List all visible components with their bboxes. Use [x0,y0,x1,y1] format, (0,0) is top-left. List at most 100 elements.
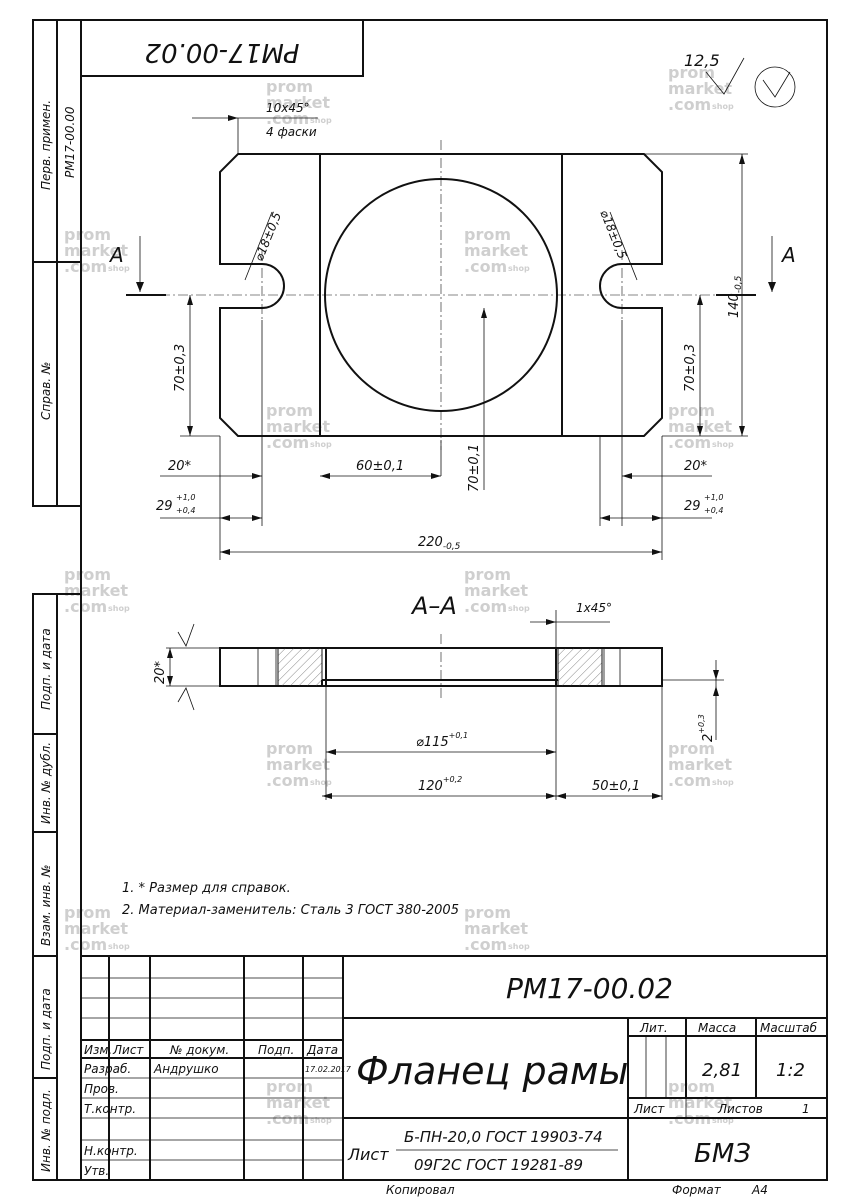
svg-text:market: market [464,241,528,260]
dim-slot-right: 29 [684,499,701,514]
svg-text:.com: .com [266,771,309,790]
label-perv-primen: Перв. примен. [39,100,53,190]
watermarks: prom market .com shop prom market .com s… [64,63,734,1128]
svg-text:shop: shop [712,778,734,787]
note-1: 1. * Размер для справок. [122,881,291,896]
footer-copied: Копировал [386,1183,455,1197]
svg-text:shop: shop [108,264,130,273]
dim-bore: ⌀115+0,1 [416,731,468,750]
svg-text:.com: .com [266,109,309,128]
role-tkontr: Т.контр. [84,1102,136,1116]
svg-text:prom: prom [266,401,313,420]
mass-value: 2,81 [702,1060,742,1081]
label-inv-podl: Инв. № подл. [39,1089,53,1172]
role-nkontr: Н.контр. [84,1144,138,1158]
svg-text:.com: .com [464,935,507,954]
chamfer-count: 4 фаски [266,125,317,139]
sheet-label: Лист [633,1102,665,1116]
svg-text:market: market [266,417,330,436]
watermark: prom market .com shop [668,739,734,790]
label-perv-code: PM17-00.00 [63,106,77,178]
section-label-left: А [108,243,124,267]
developer-date: 17.02.2017 [305,1065,352,1074]
watermark: prom market .com shop [64,565,130,616]
label-podp-data-1: Подп. и дата [39,628,53,710]
dim-height-right: 70±0,3 [683,344,698,392]
svg-text:.com: .com [64,935,107,954]
organization: БМЗ [694,1139,751,1169]
svg-text:.com: .com [668,771,711,790]
svg-text:market: market [668,79,732,98]
sheets-count: 1 [802,1102,810,1116]
svg-text:.com: .com [668,95,711,114]
svg-text:shop: shop [108,942,130,951]
svg-text:.com: .com [266,433,309,452]
watermark: prom market .com shop [464,565,530,616]
svg-text:prom: prom [464,565,511,584]
svg-text:shop: shop [310,440,332,449]
svg-text:shop: shop [712,102,734,111]
svg-text:market: market [668,755,732,774]
part-name: Фланец рамы [356,1049,629,1093]
col-header-data: Дата [306,1043,338,1057]
roughness-value: 12,5 [684,51,720,70]
watermark: prom market .com shop [266,401,332,452]
doc-code-rotated: PM17-00.02 [144,37,299,67]
dim-offset-right: 20* [684,459,708,474]
dim-right-offset: 50±0,1 [592,779,640,794]
material-bottom: 09Г2С ГОСТ 19281-89 [414,1156,583,1174]
svg-text:prom: prom [64,903,111,922]
footer-format: А4 [751,1183,768,1197]
label-vzam-inv: Взам. инв. № [39,865,53,946]
svg-text:.com: .com [464,597,507,616]
title-block: Изм. Лист № докум. Подп. Дата Разраб. Пр… [80,955,828,1181]
lit-label: Лит. [639,1021,668,1035]
dim-thickness: 20* [153,660,168,684]
plan-view: А А 10х45° 4 фаски ⌀18±0,5 ⌀18±0,5 70±0,… [108,101,796,560]
watermark: prom market .com shop [64,903,130,954]
roughness-mark: 12,5 [684,51,796,108]
flange-outline [219,153,663,437]
svg-text:prom: prom [668,63,715,82]
dim-height-left: 70±0,3 [173,344,188,392]
role-razrab: Разраб. [84,1062,131,1076]
mass-label: Масса [698,1021,736,1035]
svg-text:prom: prom [64,225,111,244]
label-inv-dubl: Инв. № дубл. [39,742,53,824]
svg-text:shop: shop [712,1116,734,1125]
dim-hole-right: ⌀18±0,5 [597,208,629,261]
role-prov: Пров. [84,1082,119,1096]
svg-text:shop: shop [508,264,530,273]
svg-text:prom: prom [668,401,715,420]
svg-text:.com: .com [464,257,507,276]
svg-text:shop: shop [508,604,530,613]
material-label: Лист [347,1145,389,1164]
watermark: prom market .com shop [464,903,530,954]
svg-text:prom: prom [464,225,511,244]
material-top: Б-ПН-20,0 ГОСТ 19903-74 [404,1128,603,1146]
col-header-podp: Подп. [258,1043,294,1057]
dim-chamfer-small: 1х45° [576,601,612,615]
dim-recess: 120+0,2 [418,775,462,794]
section-title: А–А [410,592,457,620]
technical-notes: 1. * Размер для справок. 2. Материал-зам… [122,881,459,918]
dim-slot-left: 29 [156,499,173,514]
side-column: Перв. примен. PM17-00.00 Справ. № Подп. … [32,19,82,1181]
developer-name: Андрушко [153,1062,219,1076]
svg-text:prom: prom [668,739,715,758]
dim-height-overall: 140-0,5 [727,275,744,318]
dim-center-x: 60±0,1 [356,459,404,474]
hatch-left [277,647,323,687]
dim-hole-left: ⌀18±0,5 [252,210,284,263]
svg-text:prom: prom [266,1077,313,1096]
svg-text:prom: prom [668,1077,715,1096]
svg-text:market: market [266,93,330,112]
svg-text:.com: .com [266,1109,309,1128]
svg-text:prom: prom [266,739,313,758]
section-label-right: А [780,243,796,267]
watermark: prom market .com shop [266,77,332,128]
watermark: prom market .com shop [266,1077,332,1128]
svg-text:shop: shop [508,942,530,951]
hatch-right [557,647,603,687]
